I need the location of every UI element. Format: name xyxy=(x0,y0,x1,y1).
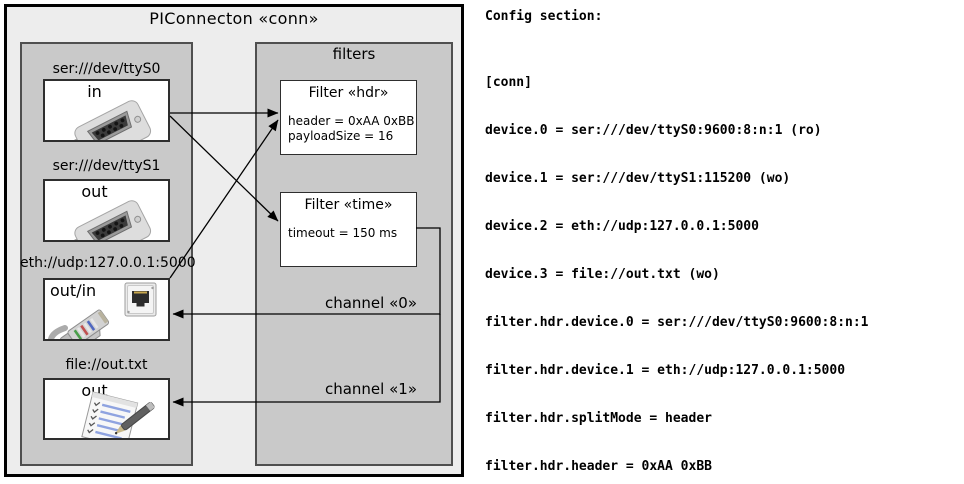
diagram-title: PIConnecton «conn» xyxy=(149,9,319,28)
filter-param: payloadSize = 16 xyxy=(288,129,394,143)
config-line: device.2 = eth://udp:127.0.0.1:5000 xyxy=(485,219,759,234)
filter-param: header = 0xAA 0xBB xyxy=(288,114,415,128)
config-line: filter.hdr.splitMode = header xyxy=(485,411,712,426)
ethernet-connector-icon xyxy=(48,282,157,339)
device-label-eth: eth://udp:127.0.0.1:5000 xyxy=(20,255,196,271)
config-line: device.1 = ser:///dev/ttyS1:115200 (wo) xyxy=(485,171,791,186)
config-block: [conn] device.0 = ser:///dev/ttyS0:9600:… xyxy=(485,44,876,484)
config-line: filter.hdr.device.1 = eth://udp:127.0.0.… xyxy=(485,363,846,378)
filters-panel-title: filters xyxy=(332,45,376,63)
port-label: in xyxy=(87,82,102,101)
config-line: filter.hdr.header = 0xAA 0xBB xyxy=(485,459,712,474)
config-line: [conn] xyxy=(485,75,532,90)
filter-box-time: Filter «time» timeout = 150 ms xyxy=(280,192,417,267)
port-label: out/in xyxy=(50,281,97,300)
device-box-file: out xyxy=(43,378,170,440)
config-line: device.0 = ser:///dev/ttyS0:9600:8:n:1 (… xyxy=(485,123,822,138)
filter-param: timeout = 150 ms xyxy=(288,226,398,240)
device-label-ttys0: ser:///dev/ttyS0 xyxy=(52,61,161,77)
config-line: filter.hdr.device.0 = ser:///dev/ttyS0:9… xyxy=(485,315,869,330)
config-heading: Config section: xyxy=(485,9,603,24)
serial-connector-icon xyxy=(57,100,152,140)
device-label-file: file://out.txt xyxy=(65,357,148,373)
serial-connector-icon xyxy=(57,200,152,240)
device-box-ttys1: out xyxy=(43,179,170,242)
channel-0-label: channel «0» xyxy=(324,294,417,312)
device-box-eth: out/in xyxy=(43,278,170,341)
config-line: device.3 = file://out.txt (wo) xyxy=(485,267,720,282)
port-label: out xyxy=(81,182,108,201)
filter-box-hdr: Filter «hdr» header = 0xAA 0xBB payloadS… xyxy=(280,80,417,155)
channel-1-label: channel «1» xyxy=(324,380,417,398)
notepad-icon xyxy=(81,391,155,438)
device-label-ttys1: ser:///dev/ttyS1 xyxy=(52,158,161,174)
filter-title: Filter «time» xyxy=(304,197,393,213)
filter-title: Filter «hdr» xyxy=(308,85,389,101)
device-box-ttys0: in xyxy=(43,79,170,142)
